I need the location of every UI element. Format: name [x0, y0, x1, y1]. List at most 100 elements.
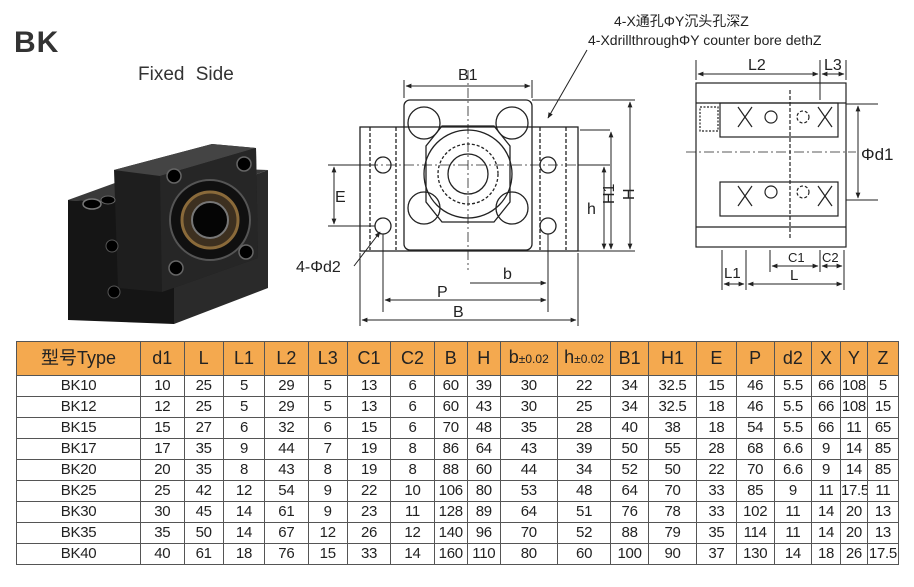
model-cell: BK15 — [15, 417, 142, 439]
table-cell: 8 — [390, 459, 435, 481]
table-cell: 35 — [140, 522, 185, 544]
table-cell: 8 — [390, 438, 435, 460]
dim-l1: L1 — [724, 265, 741, 282]
table-cell: 89 — [466, 501, 501, 523]
table-cell: 64 — [466, 438, 501, 460]
table-cell: 30 — [499, 375, 558, 397]
table-cell: 44 — [499, 459, 558, 481]
table-cell: 9 — [307, 501, 348, 523]
column-header: h±0.02 — [556, 341, 612, 376]
table-cell: 66 — [811, 396, 841, 418]
column-header: Z — [866, 341, 900, 376]
column-header-label: d2 — [782, 348, 803, 368]
table-cell: 6 — [390, 375, 435, 397]
column-header: L1 — [222, 341, 266, 376]
table-cell: 11 — [773, 522, 813, 544]
table-cell: 12 — [307, 522, 348, 544]
table-cell: 106 — [433, 480, 468, 502]
column-header-label: L3 — [317, 348, 338, 368]
table-cell: 29 — [264, 375, 309, 397]
side-view — [695, 82, 847, 248]
table-cell: 30 — [140, 501, 185, 523]
table-cell: 43 — [466, 396, 501, 418]
table-cell: 17.5 — [866, 543, 900, 565]
table-cell: 51 — [556, 501, 612, 523]
table-cell: 11 — [839, 417, 868, 439]
column-header: L2 — [264, 341, 309, 376]
column-header-label: h — [564, 347, 575, 367]
model-cell: BK30 — [15, 501, 142, 523]
column-header: H — [466, 341, 501, 376]
column-header: L — [183, 341, 224, 376]
column-header: H1 — [647, 341, 698, 376]
table-cell: 32.5 — [647, 396, 698, 418]
table-cell: 114 — [735, 522, 775, 544]
callout-line-2: 4-XdrillthroughΦY counter bore dethZ — [588, 32, 822, 48]
table-cell: 11 — [811, 480, 841, 502]
table-cell: 48 — [556, 480, 612, 502]
table-cell: 20 — [839, 501, 868, 523]
table-cell: 17 — [140, 438, 185, 460]
table-cell: 70 — [499, 522, 558, 544]
table-cell: 14 — [773, 543, 813, 565]
table-cell: 25 — [556, 396, 612, 418]
table-cell: 76 — [264, 543, 309, 565]
table-cell: 5 — [307, 396, 348, 418]
table-cell: 6 — [222, 417, 266, 439]
table-cell: 6 — [307, 417, 348, 439]
table-cell: 60 — [556, 543, 612, 565]
column-header-label: P — [749, 348, 762, 368]
technical-drawing: 4-X通孔ΦY沉头孔深Z 4-XdrillthroughΦY counter b… — [296, 13, 893, 326]
table-cell: 52 — [610, 459, 649, 481]
table-cell: 40 — [610, 417, 649, 439]
table-cell: 15 — [866, 396, 900, 418]
column-header-label: H1 — [660, 348, 684, 368]
table-cell: 44 — [264, 438, 309, 460]
column-header: L3 — [307, 341, 348, 376]
table-cell: 61 — [183, 543, 224, 565]
table-cell: 54 — [264, 480, 309, 502]
table-cell: 80 — [499, 543, 558, 565]
table-cell: 10 — [140, 375, 185, 397]
table-cell: 25 — [183, 375, 224, 397]
table-cell: 26 — [839, 543, 868, 565]
table-cell: 15 — [346, 417, 392, 439]
column-header: E — [696, 341, 737, 376]
table-cell: 34 — [610, 396, 649, 418]
dim-c2: C2 — [822, 250, 839, 265]
table-cell: 110 — [466, 543, 501, 565]
table-cell: 28 — [556, 417, 612, 439]
table-cell: 54 — [735, 417, 775, 439]
table-cell: 14 — [222, 501, 266, 523]
table-cell: 40 — [140, 543, 185, 565]
table-cell: 28 — [696, 438, 737, 460]
table-cell: 64 — [499, 501, 558, 523]
table-cell: 9 — [307, 480, 348, 502]
page-title: BK — [14, 26, 60, 59]
table-cell: 10 — [390, 480, 435, 502]
table-cell: 13 — [346, 396, 392, 418]
table-cell: 35 — [183, 438, 224, 460]
table-cell: 20 — [140, 459, 185, 481]
column-header-label: H — [477, 348, 491, 368]
table-cell: 85 — [866, 438, 900, 460]
table-cell: 46 — [735, 375, 775, 397]
table-cell: 12 — [222, 480, 266, 502]
table-cell: 20 — [839, 522, 868, 544]
table-cell: 22 — [696, 459, 737, 481]
table-cell: 46 — [735, 396, 775, 418]
table-cell: 38 — [647, 417, 698, 439]
dim-b: b — [503, 266, 512, 283]
table-cell: 140 — [433, 522, 468, 544]
table-cell: 5.5 — [773, 396, 813, 418]
dim-e: E — [335, 189, 346, 206]
table-cell: 50 — [183, 522, 224, 544]
table-cell: 15 — [140, 417, 185, 439]
table-cell: 160 — [433, 543, 468, 565]
table-cell: 14 — [839, 438, 868, 460]
table-cell: 60 — [433, 396, 468, 418]
dim-h-total: H — [621, 188, 638, 200]
